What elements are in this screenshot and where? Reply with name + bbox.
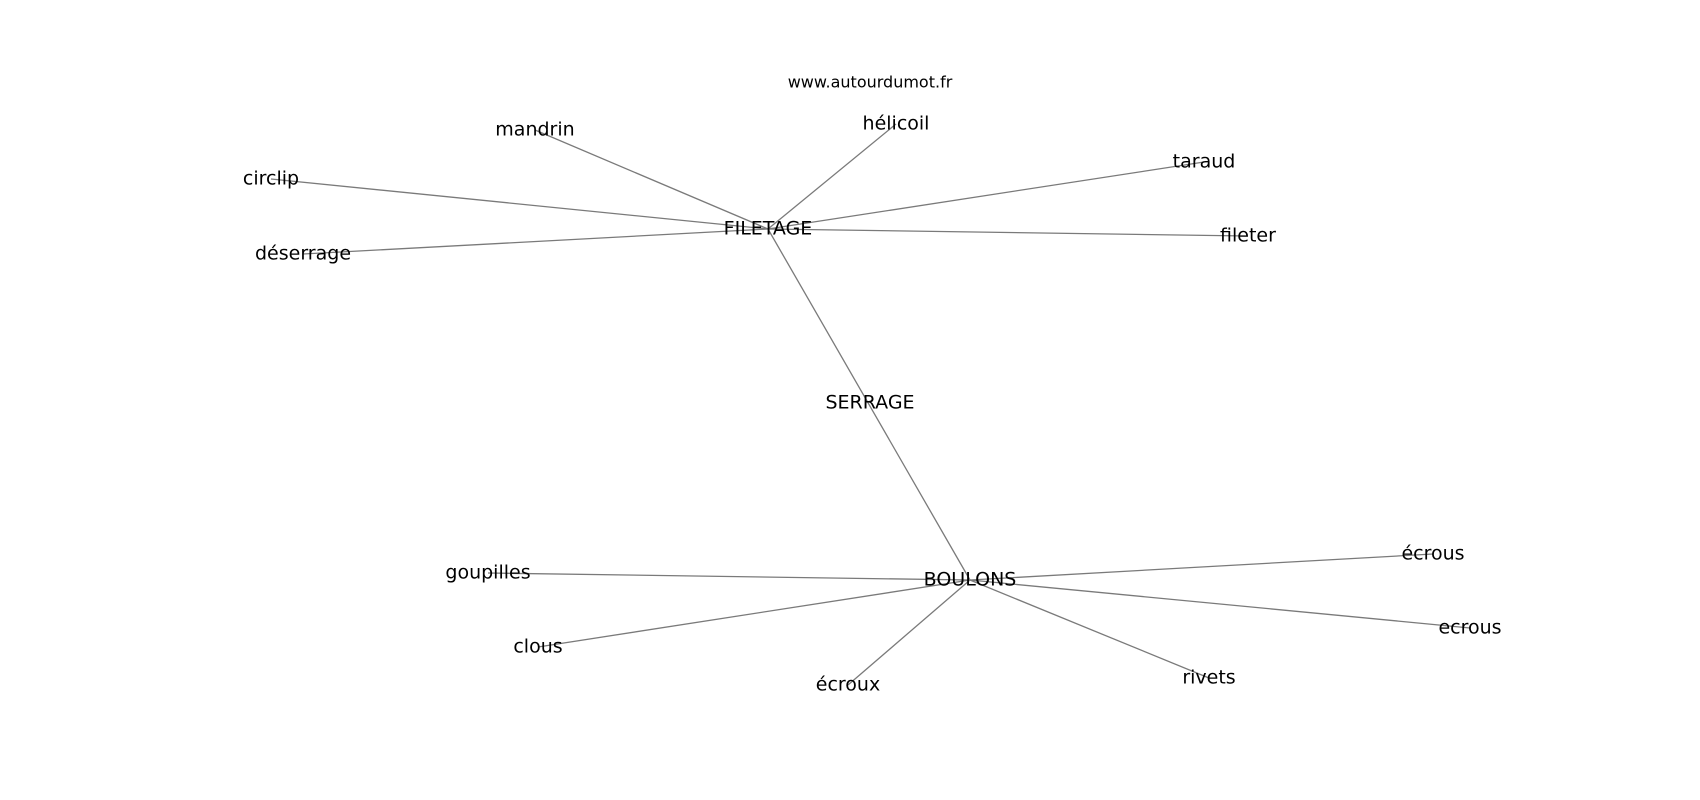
edge-boulons-clous (537, 579, 971, 648)
edge-boulons-ecrous_accent (969, 553, 1434, 581)
node-deserrage[interactable]: déserrage (255, 243, 351, 265)
graph-labels: FILETAGE SERRAGE BOULONS mandrin hélicoi… (243, 113, 1502, 696)
node-serrage[interactable]: SERRAGE (825, 392, 914, 414)
node-boulons[interactable]: BOULONS (924, 569, 1017, 591)
edge-filetage-circlip (270, 178, 769, 230)
edge-filetage-taraud (767, 161, 1205, 230)
node-ecrous[interactable]: ecrous (1438, 617, 1501, 639)
node-taraud[interactable]: taraud (1173, 151, 1236, 173)
edge-filetage-boulons (767, 228, 971, 581)
node-ecroux[interactable]: écroux (816, 674, 880, 696)
node-fileter[interactable]: fileter (1220, 225, 1276, 247)
node-helicoil[interactable]: hélicoil (863, 113, 930, 135)
edge-filetage-deserrage (302, 228, 769, 255)
node-circlip[interactable]: circlip (243, 168, 299, 190)
node-ecrous-accent[interactable]: écrous (1401, 543, 1464, 565)
graph-edges (270, 123, 1471, 686)
edge-boulons-ecrous (969, 579, 1471, 629)
node-filetage[interactable]: FILETAGE (724, 218, 813, 240)
node-rivets[interactable]: rivets (1182, 667, 1235, 689)
edge-filetage-mandrin (534, 129, 769, 230)
edge-boulons-rivets (969, 579, 1210, 679)
source-watermark: www.autourdumot.fr (788, 73, 953, 92)
edge-boulons-goupilles (487, 572, 971, 581)
edge-filetage-fileter (767, 228, 1249, 237)
edge-boulons-ecroux (847, 579, 971, 686)
node-mandrin[interactable]: mandrin (495, 119, 574, 141)
node-clous[interactable]: clous (513, 636, 562, 658)
edge-filetage-helicoil (767, 123, 897, 230)
node-goupilles[interactable]: goupilles (445, 562, 530, 584)
